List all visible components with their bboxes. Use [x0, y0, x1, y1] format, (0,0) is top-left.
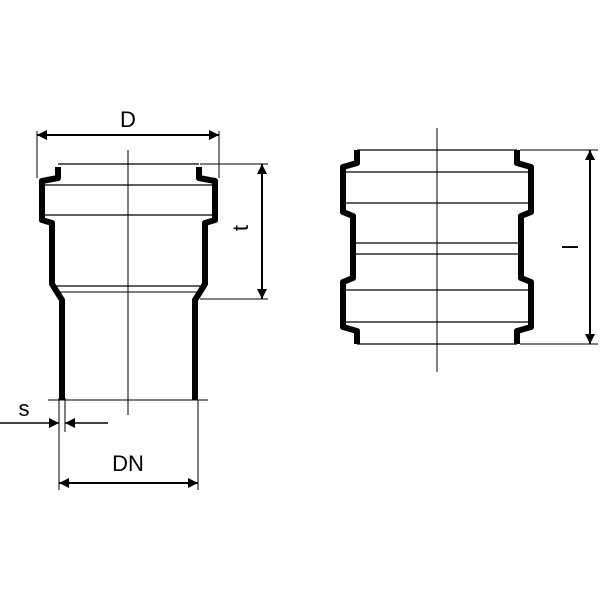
- coupling-wall-right: [514, 150, 534, 344]
- socket-wall-left: [39, 167, 65, 400]
- socket-wall-right: [192, 167, 218, 400]
- dimension-l-label: l: [558, 245, 583, 250]
- socket-fitting: [39, 150, 218, 415]
- coupling-fitting: [340, 128, 534, 372]
- dimension-s-label: s: [19, 396, 30, 421]
- dimension-dn-label: DN: [112, 451, 144, 476]
- dimension-t-label: t: [228, 225, 253, 231]
- coupling-wall-left: [340, 150, 360, 344]
- dimension-dn: DN: [58, 400, 199, 490]
- dimension-l: l: [520, 149, 598, 345]
- dimension-d-label: D: [120, 107, 136, 132]
- dimension-t: t: [200, 163, 268, 300]
- dimension-s: s: [0, 396, 108, 432]
- dimension-d: D: [36, 107, 220, 178]
